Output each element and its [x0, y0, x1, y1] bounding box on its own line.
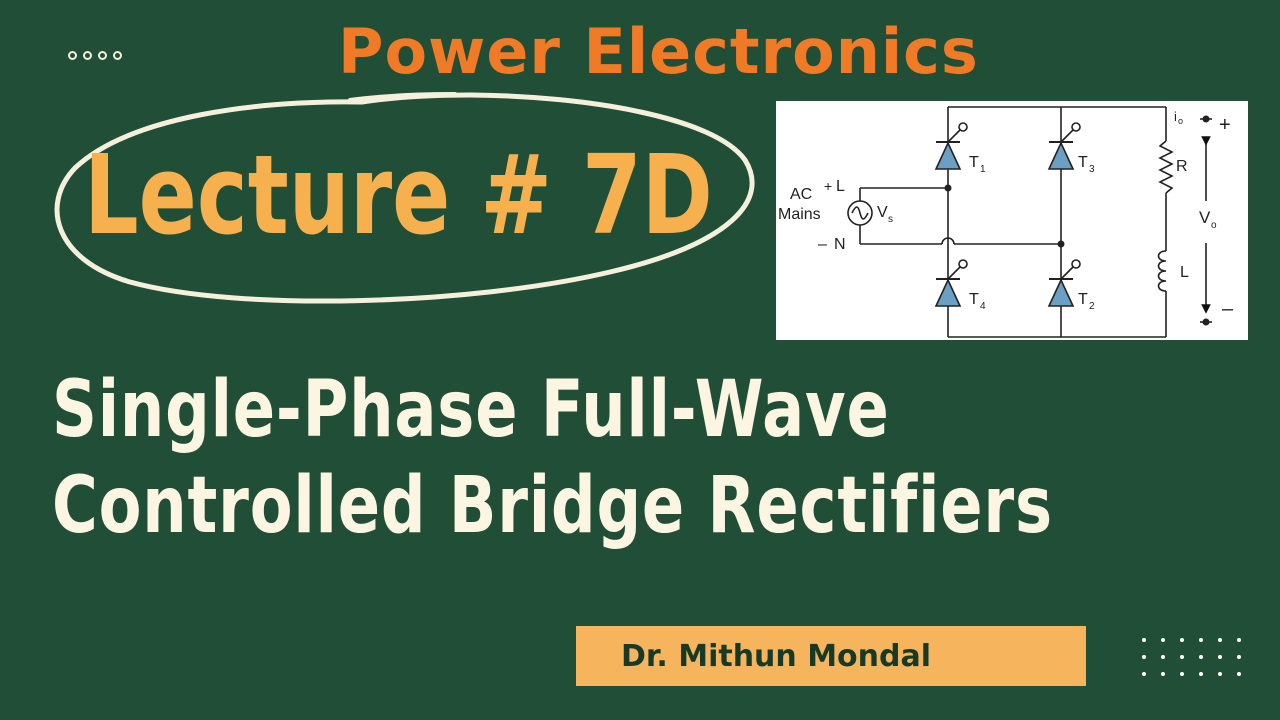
grid-dot	[1218, 655, 1222, 659]
grid-dot	[1180, 655, 1184, 659]
minus-sign: –	[818, 236, 827, 253]
circle-dot	[68, 51, 77, 60]
mains-label: Mains	[778, 206, 821, 223]
line-terminal: L	[836, 178, 845, 195]
resistor-label: R	[1176, 158, 1188, 175]
output-minus: –	[1222, 298, 1234, 320]
t3-label: T	[1078, 154, 1088, 171]
grid-dot	[1199, 672, 1203, 676]
grid-dot	[1142, 638, 1146, 642]
current-label: i	[1174, 109, 1177, 124]
grid-dot	[1218, 672, 1222, 676]
author-name: Dr. Mithun Mondal	[620, 638, 932, 674]
subtitle-line-2: Controlled Bridge Rectifiers	[52, 461, 1053, 551]
ellipse-highlight	[54, 92, 755, 304]
circle-dot	[113, 51, 122, 60]
decorative-circles	[68, 51, 122, 60]
current-sub: o	[1178, 116, 1183, 126]
t1-sub: 1	[980, 164, 986, 175]
grid-dot	[1237, 672, 1241, 676]
inductor-label: L	[1180, 264, 1189, 281]
source-label: V	[877, 204, 888, 221]
output-sub: o	[1211, 220, 1217, 231]
decorative-dot-grid	[1142, 638, 1243, 676]
lecture-number: Lecture # 7D	[84, 131, 713, 259]
source-sub: s	[888, 214, 893, 225]
grid-dot	[1237, 655, 1241, 659]
grid-dot	[1237, 638, 1241, 642]
grid-dot	[1142, 655, 1146, 659]
grid-dot	[1218, 638, 1222, 642]
circle-dot	[83, 51, 92, 60]
circle-dot	[98, 51, 107, 60]
t3-sub: 3	[1089, 164, 1095, 175]
grid-dot	[1199, 638, 1203, 642]
t4-sub: 4	[980, 301, 986, 312]
t2-label: T	[1078, 291, 1088, 308]
t4-label: T	[969, 291, 979, 308]
grid-dot	[1161, 638, 1165, 642]
grid-dot	[1180, 638, 1184, 642]
plus-sign: +	[824, 178, 832, 194]
lecture-subtitle: Single-Phase Full-Wave Controlled Bridge…	[52, 362, 1053, 554]
author-banner: Dr. Mithun Mondal	[576, 626, 1086, 686]
grid-dot	[1199, 655, 1203, 659]
course-title: Power Electronics	[338, 15, 979, 88]
ac-label: AC	[790, 186, 812, 203]
subtitle-line-1: Single-Phase Full-Wave	[52, 365, 890, 455]
grid-dot	[1161, 672, 1165, 676]
grid-dot	[1142, 672, 1146, 676]
output-plus: +	[1219, 114, 1231, 136]
neutral-terminal: N	[834, 236, 846, 253]
t2-sub: 2	[1089, 301, 1095, 312]
grid-dot	[1180, 672, 1184, 676]
circuit-diagram: AC Mains + L – N V s T 1 T 3 T 4 T 2 R L…	[776, 101, 1248, 340]
output-label: V	[1199, 208, 1211, 227]
t1-label: T	[969, 154, 979, 171]
grid-dot	[1161, 655, 1165, 659]
